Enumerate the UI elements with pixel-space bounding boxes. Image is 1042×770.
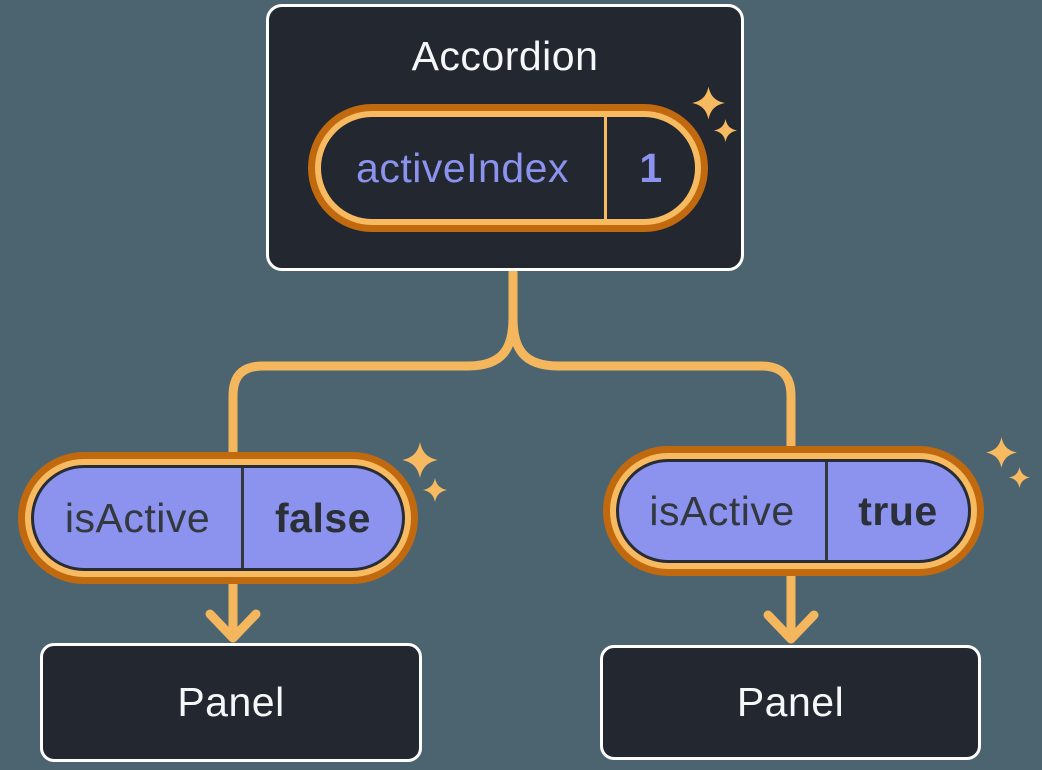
- prop-pill-left: isActive false: [18, 452, 418, 584]
- accordion-title: Accordion: [411, 33, 599, 79]
- state-pill-activeindex: activeIndex 1: [308, 104, 708, 232]
- prop-value-label-right: true: [825, 462, 968, 560]
- prop-value-label-left: false: [241, 468, 402, 568]
- sparkle-icon: [1009, 467, 1030, 488]
- state-name-label: activeIndex: [356, 144, 569, 191]
- prop-name-label-right: isActive: [649, 487, 795, 534]
- state-value-label: 1: [604, 117, 695, 219]
- prop-pill-left-ring: isActive false: [18, 452, 418, 584]
- sparkle-icon: [986, 437, 1017, 468]
- branch-right-line: [508, 313, 796, 634]
- sparkle-icon: [402, 442, 438, 478]
- accordion-component-box: Accordion activeIndex 1: [266, 4, 744, 271]
- sparkle-icon: [692, 86, 725, 120]
- sparkle-icon: [423, 478, 447, 502]
- panel-box-right: Panel: [600, 645, 981, 760]
- arrowhead-right-icon: [763, 610, 819, 644]
- state-pill-ring: activeIndex 1: [308, 104, 708, 232]
- sparkle-icon: [714, 119, 737, 142]
- panel-box-left: Panel: [40, 643, 422, 762]
- prop-name-label-left: isActive: [64, 494, 211, 541]
- branch-left-line: [228, 313, 518, 634]
- prop-pill-right: isActive true: [603, 446, 984, 576]
- arrowhead-left-icon: [205, 609, 261, 643]
- panel-label-right: Panel: [736, 679, 845, 725]
- panel-label-left: Panel: [177, 679, 285, 725]
- prop-pill-right-ring: isActive true: [603, 446, 984, 576]
